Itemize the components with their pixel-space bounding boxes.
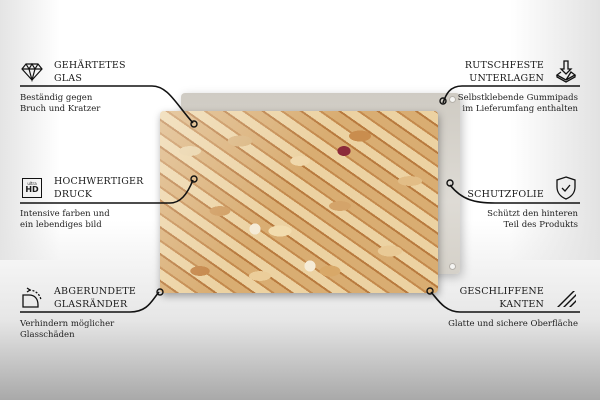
- feature-title: RUTSCHFESTE: [464, 60, 544, 71]
- background-vignette-left: [0, 0, 60, 260]
- ultra-hd-icon: ultra HD: [20, 176, 44, 200]
- feature-non-slip-pads: RUTSCHFESTE UNTERLAGEN Selbstklebende Gu…: [418, 57, 578, 115]
- feature-description: Schützt den hinteren: [487, 209, 578, 219]
- feature-description: Teil des Produkts: [503, 220, 578, 230]
- feature-polished-edges: GESCHLIFFENE KANTEN Glatte und sichere O…: [418, 283, 578, 330]
- rounded-corner-icon: [20, 286, 44, 310]
- polished-edges-icon: [554, 286, 578, 310]
- feature-description: ein lebendiges bild: [20, 220, 102, 230]
- feature-protective-film: SCHUTZFOLIE Schützt den hinteren Teil de…: [418, 173, 578, 231]
- feature-description: Glatte und sichere Oberfläche: [448, 319, 578, 329]
- non-slip-pad-icon: [554, 60, 578, 84]
- feature-rounded-edges: ABGERUNDETE GLASRÄNDER Verhindern möglic…: [20, 283, 180, 341]
- product-glass-print-wine-corks: [160, 111, 438, 293]
- mounting-screw: [449, 263, 456, 270]
- feature-title: DRUCK: [54, 189, 93, 200]
- diamond-icon: [20, 60, 44, 84]
- feature-description: Bruch und Kratzer: [20, 104, 101, 114]
- feature-hardened-glass: GEHÄRTETES GLAS Beständig gegen Bruch un…: [20, 57, 180, 115]
- feature-description: Intensive farben und: [20, 209, 110, 219]
- feature-description: Verhindern möglicher: [20, 319, 115, 329]
- feature-title: GLAS: [54, 73, 83, 84]
- feature-title: GESCHLIFFENE: [459, 286, 544, 297]
- feature-title: ABGERUNDETE: [54, 286, 137, 297]
- feature-title: UNTERLAGEN: [469, 73, 544, 84]
- shield-check-icon: [554, 176, 578, 200]
- feature-title: SCHUTZFOLIE: [467, 188, 544, 200]
- feature-title: HOCHWERTIGER: [54, 176, 144, 187]
- feature-description: Selbstklebende Gummipads: [457, 93, 578, 103]
- feature-description: im Lieferumfang enthalten: [462, 104, 578, 114]
- background-vignette-right: [510, 0, 600, 260]
- feature-title: KANTEN: [499, 299, 544, 310]
- feature-description: Glasschäden: [20, 330, 75, 340]
- ultra-label: ultra: [27, 181, 37, 186]
- feature-high-quality-print: ultra HD HOCHWERTIGER DRUCK Intensive fa…: [20, 173, 180, 231]
- feature-title: GLASRÄNDER: [54, 299, 128, 310]
- feature-description: Beständig gegen: [20, 93, 93, 103]
- hd-label: HD: [25, 185, 39, 194]
- feature-title: GEHÄRTETES: [54, 60, 126, 71]
